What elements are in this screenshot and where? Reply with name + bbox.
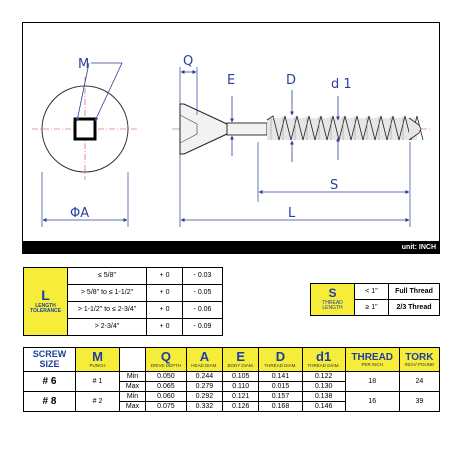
tol-plus: + 0 <box>146 284 183 302</box>
cell-A: 0.292 <box>185 391 224 402</box>
thread-cond: < 1" <box>354 283 389 300</box>
label-phi-A: ΦA <box>70 206 89 221</box>
cell-Q: 0.075 <box>145 401 187 412</box>
header-blank <box>119 347 146 372</box>
cell-d1: 0.138 <box>301 391 346 402</box>
cell-Q: 0.065 <box>145 381 187 392</box>
screw-size: # 8 <box>23 391 76 412</box>
header-screw-size: SCREW SIZE <box>23 347 76 372</box>
screw-side-view: Q E D d 1 S L <box>172 54 430 227</box>
tol-plus: + 0 <box>146 301 183 319</box>
cell-A: 0.332 <box>185 401 224 412</box>
label-M: M <box>78 57 89 72</box>
table-row: # 8 # 2 Min 0.060 0.292 0.121 0.157 0.13… <box>23 391 441 412</box>
tol-range: > 2-3/4" <box>67 318 147 336</box>
tol-minus: - 0.03 <box>182 267 223 285</box>
tork: 39 <box>398 391 441 412</box>
label-Q: Q <box>183 54 193 69</box>
punch: # 1 <box>75 371 120 392</box>
cell-E: 0.105 <box>222 371 260 382</box>
cell-E: 0.126 <box>222 401 260 412</box>
cell-d1: 0.146 <box>301 401 346 412</box>
thread-value: 2/3 Thread <box>388 299 440 316</box>
length-tolerance-table: L LENGTH TOLERANCE ≤ 5/8" + 0 - 0.03 > 5… <box>23 267 223 336</box>
thread-length-table: S THREAD LENGTH < 1" Full Thread ≥ 1" 2/… <box>310 283 440 316</box>
label-D: D <box>286 73 296 88</box>
tol-minus: - 0.06 <box>182 301 223 319</box>
tol-plus: + 0 <box>146 318 183 336</box>
cell-D: 0.168 <box>258 401 303 412</box>
unit-bar: unit: INCH <box>22 242 440 254</box>
max-label: Max <box>119 381 146 392</box>
label-E: E <box>227 73 235 88</box>
cell-Q: 0.050 <box>145 371 187 382</box>
unit-label: unit: INCH <box>401 244 436 251</box>
cell-d1: 0.130 <box>301 381 346 392</box>
cell-D: 0.141 <box>258 371 303 382</box>
screw-size: # 6 <box>23 371 76 392</box>
min-label: Min <box>119 391 146 402</box>
tol-range: > 1-1/2" to ≤ 2-3/4" <box>67 301 147 319</box>
thread-per-inch: 18 <box>344 371 400 392</box>
tol-plus: + 0 <box>146 267 183 285</box>
label-S: S <box>330 178 338 193</box>
head-top-view: M ΦA <box>32 57 138 227</box>
label-d1: d 1 <box>331 77 352 92</box>
max-label: Max <box>119 401 146 412</box>
tol-range: ≤ 5/8" <box>67 267 147 285</box>
screw-technical-drawing: M ΦA Q E D d 1 <box>22 22 440 242</box>
label-L: L <box>288 206 296 221</box>
thread-length-header: S THREAD LENGTH <box>310 283 355 316</box>
cell-E: 0.110 <box>222 381 260 392</box>
cell-Q: 0.060 <box>145 391 187 402</box>
cell-d1: 0.122 <box>301 371 346 382</box>
punch: # 2 <box>75 391 120 412</box>
min-label: Min <box>119 371 146 382</box>
cell-A: 0.279 <box>185 381 224 392</box>
tork: 24 <box>398 371 441 392</box>
tol-range: > 5/8" to ≤ 1-1/2" <box>67 284 147 302</box>
thread-cond: ≥ 1" <box>354 299 389 316</box>
thread-value: Full Thread <box>388 283 440 300</box>
tol-minus: - 0.05 <box>182 284 223 302</box>
cell-E: 0.121 <box>222 391 260 402</box>
tol-minus: - 0.09 <box>182 318 223 336</box>
thread-per-inch: 16 <box>344 391 400 412</box>
table-row: Max 0.075 0.332 0.126 0.168 0.146 <box>24 401 440 412</box>
cell-D: 0.157 <box>258 391 303 402</box>
length-tolerance-header: L LENGTH TOLERANCE <box>23 267 68 336</box>
table-row: # 6 # 1 Min 0.050 0.244 0.105 0.141 0.12… <box>23 371 441 392</box>
cell-D: 0.015 <box>258 381 303 392</box>
cell-A: 0.244 <box>185 371 224 382</box>
